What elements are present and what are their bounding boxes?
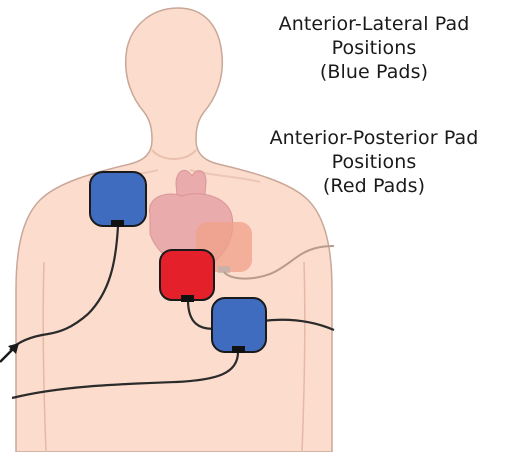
blue-pad-lower [212, 298, 266, 353]
red-pad-anterior [160, 250, 214, 302]
blue-pad-upper-connector [111, 220, 124, 227]
red-pad-anterior-connector [181, 295, 194, 302]
anterior-posterior-title: Anterior-Posterior Pad [246, 126, 502, 150]
blue-pad-lower-connector [232, 346, 245, 353]
anterior-lateral-caption: Anterior-Lateral Pad Positions (Blue Pad… [246, 12, 502, 84]
anterior-posterior-color-note: (Red Pads) [246, 174, 502, 198]
blue-pad-upper [90, 172, 146, 227]
anterior-lateral-color-note: (Blue Pads) [246, 60, 502, 84]
anterior-posterior-caption: Anterior-Posterior Pad Positions (Red Pa… [246, 126, 502, 198]
anterior-lateral-title: Anterior-Lateral Pad [246, 12, 502, 36]
anterior-posterior-subtitle: Positions [246, 150, 502, 174]
anterior-lateral-subtitle: Positions [246, 36, 502, 60]
red-pad-posterior-connector [218, 266, 230, 273]
